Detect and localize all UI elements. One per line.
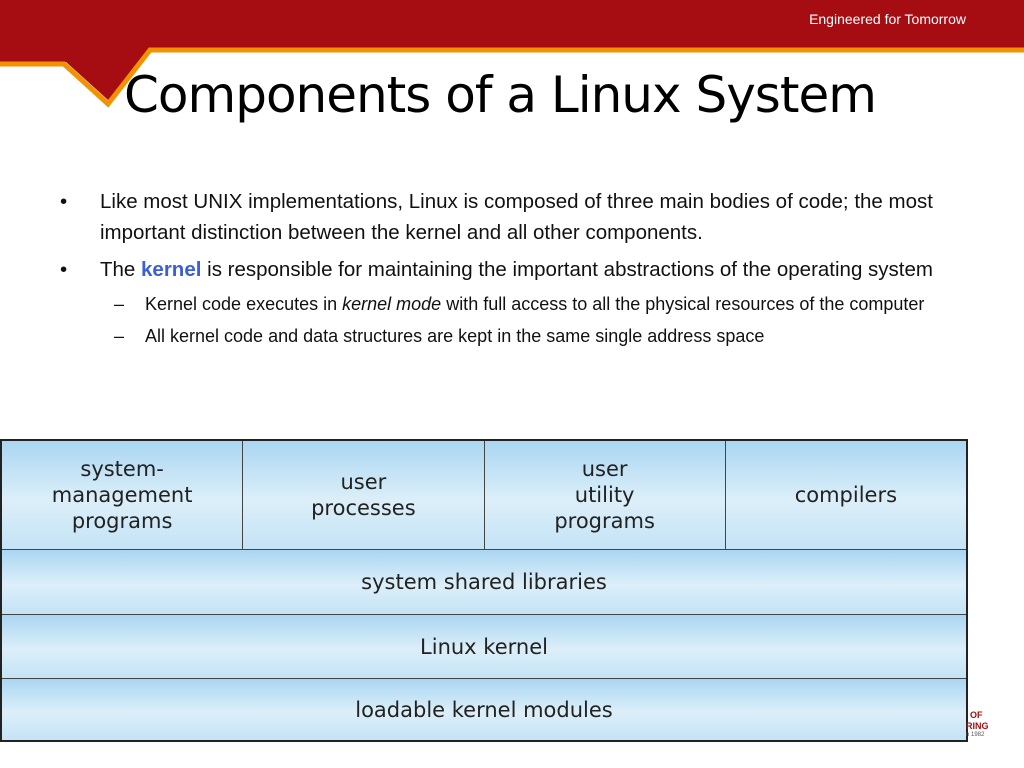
layer-label: loadable kernel modules bbox=[355, 697, 613, 722]
bullet-item: • The kernel is responsible for maintain… bbox=[56, 254, 976, 285]
box-line: user bbox=[340, 470, 387, 494]
diagram-box-compilers: compilers bbox=[725, 441, 966, 549]
header-bar bbox=[0, 0, 1024, 44]
box-line: management bbox=[51, 483, 193, 507]
bullet-text: Like most UNIX implementations, Linux is… bbox=[100, 190, 933, 244]
sub-bullet-text: with full access to all the physical res… bbox=[441, 294, 925, 314]
sub-bullet-item: – All kernel code and data structures ar… bbox=[56, 323, 976, 350]
diagram-layer-kernel-modules: loadable kernel modules bbox=[2, 679, 966, 740]
box-line: utility bbox=[574, 483, 635, 507]
bullet-list: • Like most UNIX implementations, Linux … bbox=[56, 186, 976, 355]
bullet-marker: • bbox=[60, 258, 68, 281]
box-line: user bbox=[581, 457, 628, 481]
slide-title: Components of a Linux System bbox=[124, 66, 877, 124]
box-line: programs bbox=[71, 509, 173, 533]
logo-text: OF bbox=[970, 710, 983, 720]
tagline: Engineered for Tomorrow bbox=[809, 11, 966, 27]
diagram-layer-linux-kernel: Linux kernel bbox=[2, 615, 966, 679]
logo-text: n 1982 bbox=[966, 732, 985, 738]
box-line: programs bbox=[554, 509, 655, 533]
layer-label: system shared libraries bbox=[361, 570, 607, 594]
box-line: compilers bbox=[794, 483, 898, 507]
dash-marker: – bbox=[114, 294, 125, 314]
header-decoration bbox=[0, 44, 1024, 108]
box-line: processes bbox=[311, 496, 416, 520]
bullet-marker: • bbox=[60, 190, 68, 213]
keyword-kernel: kernel bbox=[141, 258, 202, 281]
layer-label: Linux kernel bbox=[420, 634, 548, 659]
dash-marker: – bbox=[114, 326, 125, 346]
bullet-item: • Like most UNIX implementations, Linux … bbox=[56, 186, 976, 248]
box-line: system- bbox=[80, 457, 164, 481]
bullet-text: The bbox=[100, 258, 142, 281]
sub-bullet-item: – Kernel code executes in kernel mode wi… bbox=[56, 291, 976, 318]
college-logo-fragment: OF RING n 1982 bbox=[966, 704, 996, 744]
logo-text: RING bbox=[966, 721, 989, 731]
sub-bullet-text: All kernel code and data structures are … bbox=[145, 326, 765, 346]
italic-term: kernel mode bbox=[342, 294, 442, 314]
bullet-text: is responsible for maintaining the impor… bbox=[201, 258, 933, 281]
diagram-layer-shared-libraries: system shared libraries bbox=[2, 550, 966, 615]
sub-bullet-text: Kernel code executes in bbox=[145, 294, 343, 314]
